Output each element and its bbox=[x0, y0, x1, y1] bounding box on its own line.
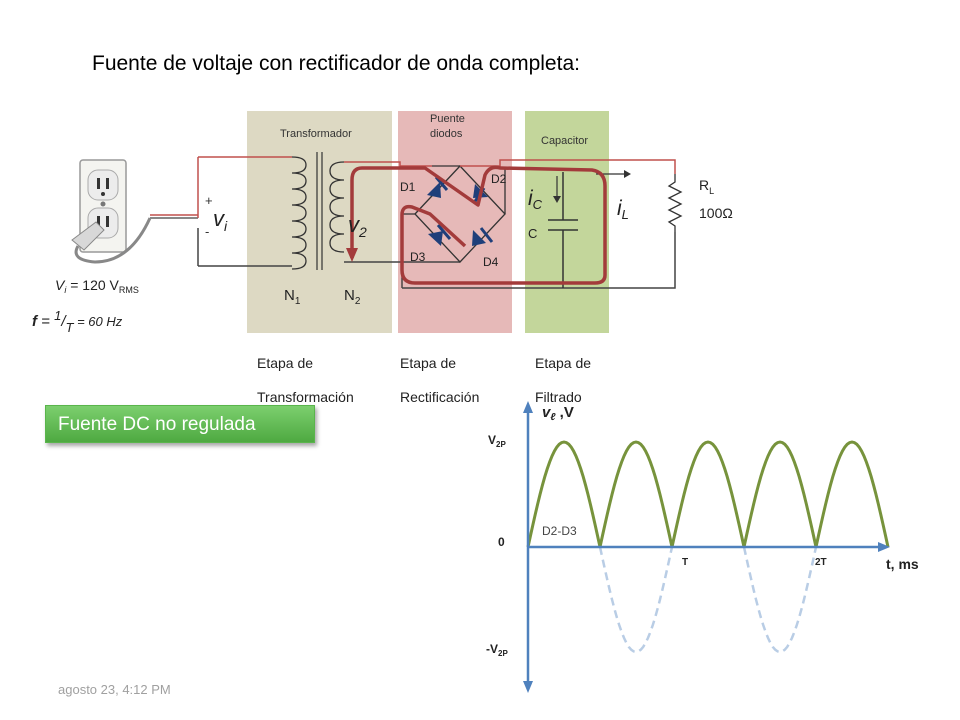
bridge-label-line1: Puente bbox=[430, 113, 465, 125]
diode-d4-icon bbox=[472, 227, 494, 246]
diode-d1-icon bbox=[427, 176, 449, 198]
diode-d3-icon bbox=[428, 224, 452, 246]
y-axis-label: vℓ ,V bbox=[542, 404, 574, 423]
n2-label: N2 bbox=[344, 287, 361, 307]
plus-sign: + bbox=[205, 193, 213, 208]
d3-label: D3 bbox=[410, 250, 426, 264]
rectification-stage-line1: Etapa de bbox=[400, 355, 457, 371]
transformer-label: Transformador bbox=[280, 128, 352, 140]
rl-value: 100Ω bbox=[699, 205, 733, 221]
unregulated-dc-source-button[interactable]: Fuente DC no regulada bbox=[45, 405, 315, 443]
rl-label: RL bbox=[699, 177, 714, 196]
d1-label: D1 bbox=[400, 180, 416, 194]
x-axis-arrow bbox=[878, 542, 890, 552]
x-axis-label: t, ms bbox=[886, 556, 919, 572]
circuit-diagram: + - vi v2 N1 N2 Vi = 120 VRMS f = 1/T = … bbox=[32, 152, 733, 335]
transformer-primary-coil bbox=[291, 156, 307, 270]
il-label: iL bbox=[617, 197, 629, 222]
rectification-stage-name: Etapa de Rectificación bbox=[400, 338, 479, 423]
y-axis-arrow-bottom bbox=[523, 681, 533, 693]
capacitor-symbol bbox=[548, 172, 578, 288]
y-axis-arrow bbox=[523, 401, 533, 413]
transformation-stage-name: Etapa de Transformación bbox=[257, 338, 354, 423]
t-tick-label: T bbox=[682, 557, 688, 568]
d2-label: D2 bbox=[491, 172, 507, 186]
filter-stage-line2: Filtrado bbox=[535, 389, 582, 405]
rectified-waveform-graph: vℓ ,V V2P -V2P 0 T 2T t, ms D2-D3 bbox=[486, 401, 919, 693]
page-title: Fuente de voltaje con rectificador de on… bbox=[92, 52, 580, 75]
zero-label: 0 bbox=[498, 535, 505, 549]
neg-v2p-label: -V2P bbox=[486, 642, 508, 658]
resistor-symbol bbox=[667, 174, 683, 232]
timestamp: agosto 23, 4:12 PM bbox=[58, 682, 171, 697]
transformer-stage-panel bbox=[247, 111, 392, 333]
d4-label: D4 bbox=[483, 255, 499, 269]
rectification-stage-line2: Rectificación bbox=[400, 389, 480, 405]
rectified-wave-solid bbox=[526, 440, 890, 548]
c-label: C bbox=[528, 226, 537, 241]
bridge-label-line2: diodos bbox=[430, 128, 463, 140]
current-path bbox=[346, 165, 607, 285]
capacitor-stage-panel bbox=[525, 111, 609, 333]
negative-half-cycle-dashed bbox=[598, 546, 818, 654]
d2-d3-annotation: D2-D3 bbox=[542, 524, 577, 538]
bridge-label: Puente diodos bbox=[430, 112, 465, 142]
transformation-stage-line1: Etapa de bbox=[257, 355, 314, 371]
ic-label: iC bbox=[528, 187, 543, 212]
minus-sign: - bbox=[205, 224, 209, 239]
2t-tick-label: 2T bbox=[815, 557, 827, 568]
n1-label: N1 bbox=[284, 287, 301, 307]
filter-stage-name: Etapa de Filtrado bbox=[535, 338, 591, 423]
transformation-stage-line2: Transformación bbox=[257, 389, 354, 405]
v2p-label: V2P bbox=[488, 433, 506, 449]
source-voltage-label: Vi = 120 VRMS bbox=[55, 277, 139, 295]
filter-stage-line1: Etapa de bbox=[535, 355, 592, 371]
v2-label: v2 bbox=[348, 212, 367, 240]
capacitor-label: Capacitor bbox=[541, 135, 589, 147]
frequency-equation: f = 1/T = 60 Hz bbox=[32, 308, 123, 335]
power-plug-icon bbox=[71, 217, 198, 264]
vi-label: vi bbox=[213, 206, 228, 234]
bridge-stage-panel bbox=[398, 111, 512, 333]
transformer-secondary-coil bbox=[329, 161, 345, 253]
